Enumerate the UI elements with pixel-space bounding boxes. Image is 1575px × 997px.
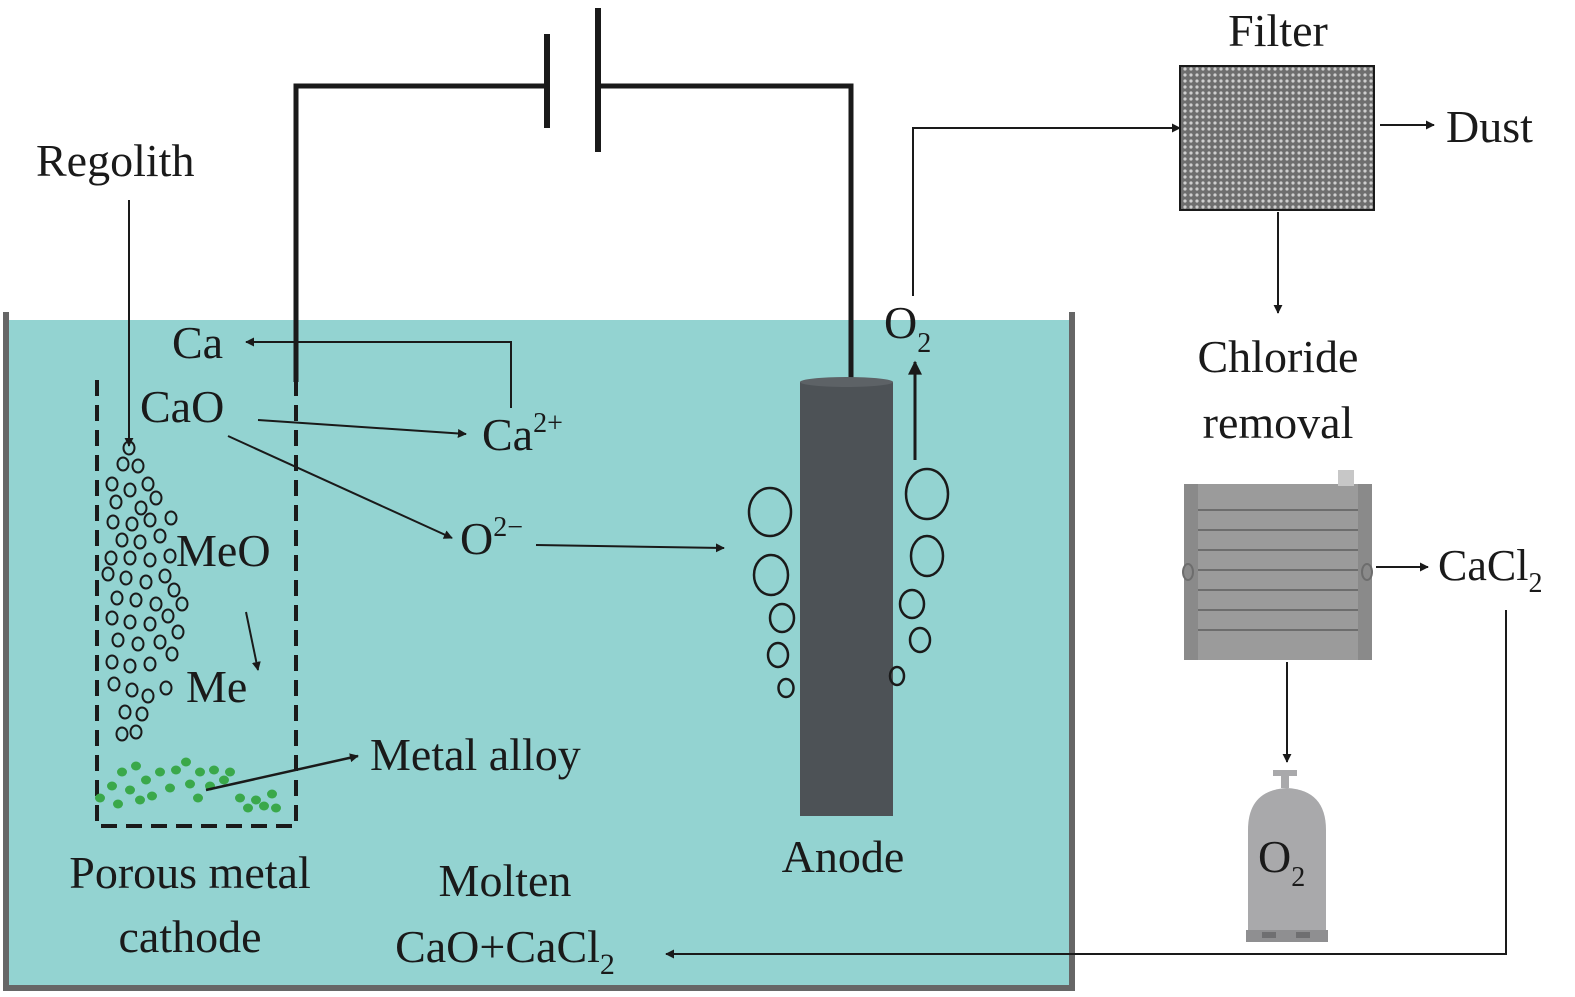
- ca-ion-label: Ca2+: [482, 408, 563, 460]
- battery-icon: [544, 8, 601, 152]
- o2-gas-label: O2: [884, 297, 931, 359]
- regolith-label: Regolith: [36, 135, 194, 186]
- meo-label: MeO: [176, 525, 271, 576]
- anode-electrode: [800, 377, 893, 816]
- molten-electrolyte: [6, 320, 1072, 988]
- me-label: Me: [186, 661, 247, 712]
- radiator-unit-icon: [1182, 470, 1373, 660]
- molten-label-line1: Molten: [439, 855, 572, 906]
- oxide-to-anode-arrow: [535, 543, 725, 553]
- chloride-label-line2: removal: [1203, 397, 1354, 448]
- o2-to-filter-line: [912, 123, 1181, 296]
- metal-alloy-arrow: [205, 753, 359, 792]
- gas-cylinder-icon: [1246, 770, 1328, 942]
- filter-label: Filter: [1228, 5, 1328, 56]
- ca-label: Ca: [172, 317, 223, 368]
- ca-ion-to-ca-arrow: [245, 337, 512, 408]
- cathode-label-line2: cathode: [118, 911, 261, 962]
- dust-label: Dust: [1446, 101, 1533, 152]
- cao-label: CaO: [140, 381, 224, 432]
- regolith-particles: [101, 440, 189, 742]
- chloride-label-line1: Chloride: [1198, 331, 1359, 382]
- cacl2-label: CaCl2: [1438, 541, 1542, 599]
- bath-wall: [3, 312, 1075, 991]
- cathode-wire: [293, 83, 547, 382]
- meo-to-me-arrow: [245, 611, 261, 671]
- oxide-ion-label: O2−: [460, 512, 523, 564]
- cacl2-recycle-line: [665, 610, 1507, 959]
- anode-wire: [598, 83, 854, 385]
- cathode-label-line1: Porous metal: [69, 847, 310, 898]
- filter-icon: [1179, 65, 1375, 211]
- metal-alloy-particles: [95, 757, 281, 813]
- cao-to-ca-ion-arrow: [257, 419, 467, 438]
- cao-to-oxide-arrow: [227, 435, 453, 539]
- metal-alloy-label: Metal alloy: [370, 729, 581, 780]
- o2-tank-label: O2: [1258, 831, 1305, 893]
- anode-label: Anode: [782, 831, 905, 882]
- oxygen-bubbles: [747, 467, 950, 699]
- molten-label-line2: CaO+CaCl2: [395, 921, 615, 981]
